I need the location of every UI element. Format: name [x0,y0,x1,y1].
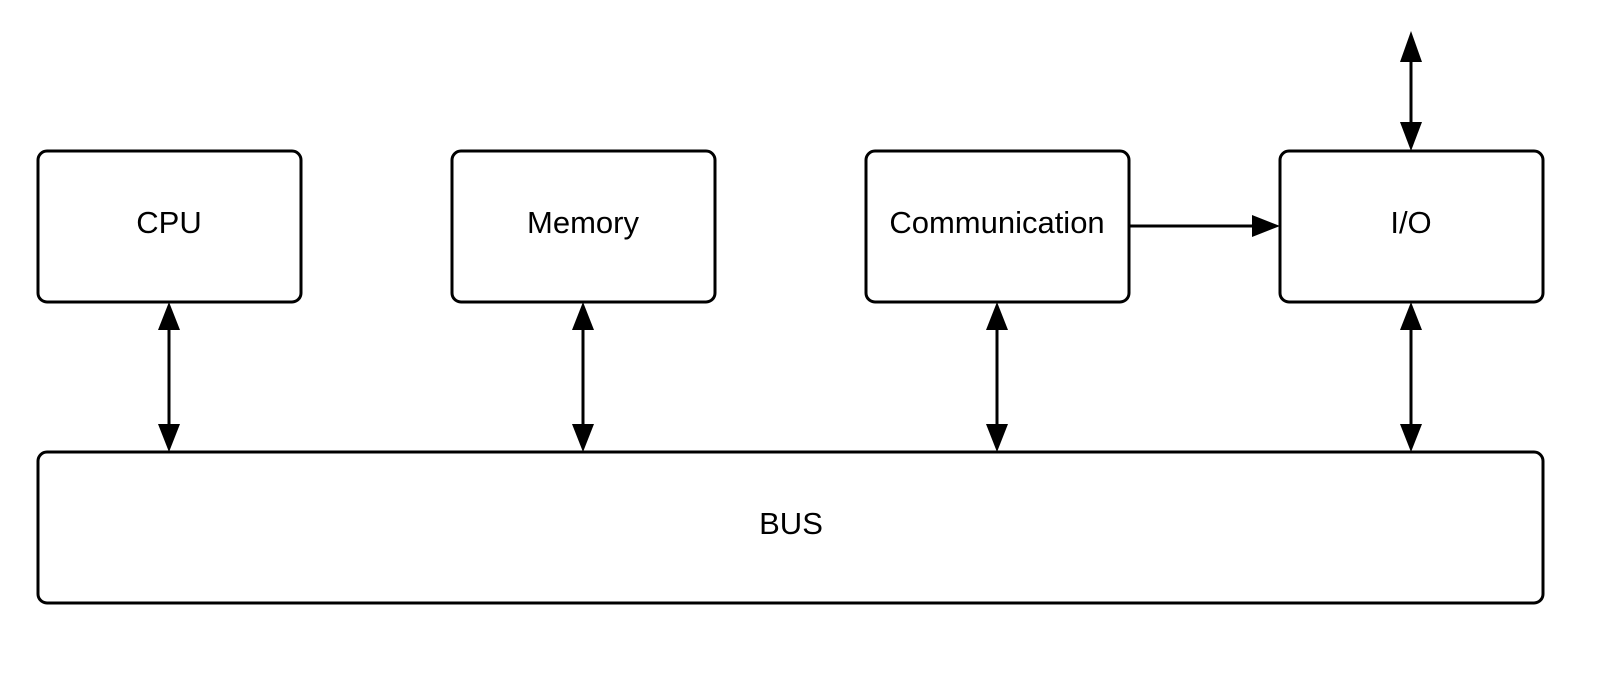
edge-io-external [1400,31,1422,151]
edge-io-bus [1400,302,1422,452]
node-communication-label: Communication [889,205,1104,240]
node-io-label: I/O [1390,205,1431,240]
node-bus: BUS [36,450,1545,605]
arrow-down-icon [1400,122,1422,151]
node-cpu: CPU [36,149,303,304]
node-communication: Communication [864,149,1131,304]
arrow-down-icon [1400,424,1422,452]
edge-communication-io [1129,215,1280,237]
arrow-up-icon [986,302,1008,330]
arrow-up-icon [1400,31,1422,62]
node-cpu-box [36,149,303,304]
arrow-up-icon [572,302,594,330]
arrow-right-icon [1252,215,1280,237]
node-memory: Memory [450,149,717,304]
node-cpu-label: CPU [136,205,201,240]
edge-communication-bus [986,302,1008,452]
node-memory-label: Memory [527,205,639,240]
node-io: I/O [1278,149,1545,304]
edge-memory-bus [572,302,594,452]
arrow-down-icon [158,424,180,452]
node-bus-label: BUS [759,506,823,541]
arrow-down-icon [986,424,1008,452]
node-bus-box [36,450,1545,605]
arrow-down-icon [572,424,594,452]
node-memory-box [450,149,717,304]
arrow-up-icon [1400,302,1422,330]
node-io-box [1278,149,1545,304]
arrow-up-icon [158,302,180,330]
edge-cpu-bus [158,302,180,452]
